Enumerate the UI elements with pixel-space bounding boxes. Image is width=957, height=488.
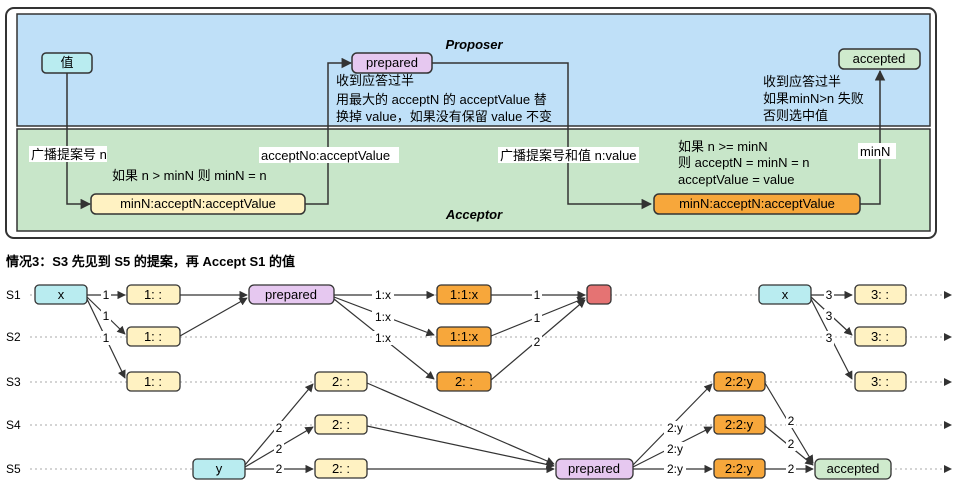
edge-label: 1 (534, 288, 541, 302)
acceptor-node-yellow: minN:acceptN:acceptValue (90, 193, 306, 215)
s1-prepared-node (248, 284, 335, 305)
s4-accept-node (713, 414, 766, 435)
s5-accept-label: 2:2:y (725, 461, 754, 476)
s1-x-node (34, 284, 88, 305)
s1-prepared-label: prepared (265, 287, 317, 302)
s2-state3-label: 3: : (871, 329, 889, 344)
server-label-s2: S2 (6, 330, 21, 344)
edge-label: 2 (788, 462, 795, 476)
svg-text:minN:acceptN:acceptValue: minN:acceptN:acceptValue (679, 196, 835, 211)
s5-state-node (314, 458, 368, 479)
half-label-1: 收到应答过半 (336, 73, 414, 88)
s3-state3-node (854, 371, 907, 392)
edge-label: 3 (826, 288, 833, 302)
use-max-label: 用最大的 acceptN 的 acceptValue 替 (336, 92, 547, 107)
s1-accept-node (436, 284, 492, 305)
server-label-s3: S3 (6, 375, 21, 389)
edge-label: 2 (276, 442, 283, 456)
top-accepted-node: accepted (838, 48, 921, 70)
s5-y-label: y (216, 461, 223, 476)
s3-accept2-label: 2:2:y (725, 374, 754, 389)
edge-label: 2 (534, 335, 541, 349)
s3-state-label: 1: : (144, 374, 162, 389)
s1-state3-node (854, 284, 907, 305)
svg-text:值: 值 (60, 55, 73, 70)
edge-label: 1 (103, 309, 110, 323)
server-label-s4: S4 (6, 418, 21, 432)
edge-label: 1 (534, 311, 541, 325)
s4-state-label: 2: : (332, 417, 350, 432)
s2-accept-node (436, 326, 492, 347)
scenario-title: 情况3：S3 先见到 S5 的提案，再 Accept S1 的值 (6, 254, 295, 269)
s4-state-node (314, 414, 368, 435)
s5-accepted-label: accepted (827, 461, 880, 476)
svg-text:prepared: prepared (366, 55, 418, 70)
s3-state2-node (314, 371, 368, 392)
edge-label: 2:y (667, 462, 683, 476)
acceptor-title: Acceptor (445, 207, 503, 222)
then-accept-label: 则 acceptN = minN = n (678, 155, 810, 170)
edge-label: 3 (826, 331, 833, 345)
if-n-gt-minN-label: 如果 n > minN 则 minN = n (112, 168, 267, 183)
s1-state-node (126, 284, 181, 305)
edge-label: 2 (276, 421, 283, 435)
half-label-2: 收到应答过半 (763, 74, 841, 89)
if-n-ge-label: 如果 n >= minN (678, 139, 768, 154)
s3-accept2-node (713, 371, 766, 392)
s5-prepared-node (555, 458, 634, 480)
edge-label: 1 (103, 331, 110, 345)
broadcast-value-label: 广播提案号和值 n:value (500, 148, 637, 163)
proposer-band (16, 13, 931, 127)
edge-label: 2:y (667, 442, 683, 456)
acceptno-label: acceptNo:acceptValue (261, 148, 390, 163)
s1-state3-label: 3: : (871, 287, 889, 302)
s5-accepted-node (814, 458, 892, 480)
s2-state-label: 1: : (144, 329, 162, 344)
server-label-s5: S5 (6, 462, 21, 476)
minN-label: minN (860, 144, 890, 159)
edge-label: 3 (826, 309, 833, 323)
svg-text:accepted: accepted (853, 51, 906, 66)
s3-state3-label: 3: : (871, 374, 889, 389)
svg-text:minN:acceptN:acceptValue: minN:acceptN:acceptValue (120, 196, 276, 211)
value-node: 值 (41, 52, 93, 74)
acceptor-node-orange: minN:acceptN:acceptValue (653, 193, 861, 215)
s3-accept-node (436, 371, 492, 392)
edge-label: 1:x (375, 331, 391, 345)
edge-label: 1:x (375, 288, 391, 302)
s4-accept-label: 2:2:y (725, 417, 754, 432)
s2-accept-label: 1:1:x (450, 329, 479, 344)
accept-value-label: acceptValue = value (678, 172, 794, 187)
s5-y-node (192, 458, 246, 480)
s3-accept-label: 2: : (455, 374, 473, 389)
edge-label: 2 (276, 462, 283, 476)
edge-label: 2:y (667, 421, 683, 435)
replace-label: 换掉 value，如果没有保留 value 不变 (336, 109, 552, 124)
s2-state3-node (854, 326, 907, 347)
edge-label: 1 (103, 288, 110, 302)
s1-failed-node (586, 284, 612, 305)
edge-label: 2 (788, 437, 795, 451)
s1-accept-label: 1:1:x (450, 287, 479, 302)
if-min-gt-label: 如果minN>n 失败 (763, 91, 864, 106)
s3-state2-label: 2: : (332, 374, 350, 389)
s2-state-node (126, 326, 181, 347)
server-label-s1: S1 (6, 288, 21, 302)
s1-state-label: 1: : (144, 287, 162, 302)
s1-x-label: x (58, 287, 65, 302)
s3-state-node (126, 371, 181, 392)
top-prepared-node: prepared (351, 52, 433, 74)
s5-prepared-label: prepared (568, 461, 620, 476)
proposer-title: Proposer (445, 37, 503, 52)
edge-label: 2 (788, 414, 795, 428)
s1-x2-node (758, 284, 812, 305)
s5-accept-node (713, 458, 766, 479)
edge-label: 1:x (375, 310, 391, 324)
else-chosen-label: 否则选中值 (763, 108, 828, 123)
broadcast-label: 广播提案号 n (31, 147, 107, 162)
s5-state-label: 2: : (332, 461, 350, 476)
s1-x2-label: x (782, 287, 789, 302)
